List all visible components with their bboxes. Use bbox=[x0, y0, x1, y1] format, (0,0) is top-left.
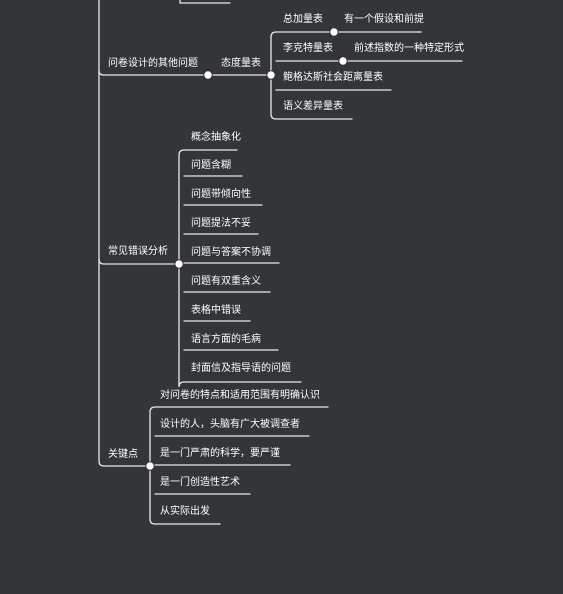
node-likert-scale[interactable]: 李克特量表 bbox=[283, 43, 333, 54]
node-other-issues[interactable]: 问卷设计的其他问题 bbox=[108, 58, 198, 69]
node-error-item[interactable]: 问题提法不妥 bbox=[191, 218, 251, 229]
node-dot bbox=[338, 56, 348, 66]
node-error-item[interactable]: 问题带倾向性 bbox=[191, 189, 251, 200]
node-key-point-item[interactable]: 是一门严肃的科学，要严谨 bbox=[160, 448, 280, 459]
node-error-item[interactable]: 封面信及指导语的问题 bbox=[191, 363, 291, 374]
node-dot bbox=[266, 70, 276, 80]
node-error-item[interactable]: 问题含糊 bbox=[191, 160, 231, 171]
node-dot bbox=[203, 70, 213, 80]
node-error-item[interactable]: 问题与答案不协调 bbox=[191, 247, 271, 258]
node-error-item[interactable]: 语言方面的毛病 bbox=[191, 334, 261, 345]
node-common-errors[interactable]: 常见错误分析 bbox=[108, 246, 168, 257]
node-summated-scale[interactable]: 总加量表 bbox=[283, 14, 323, 25]
node-key-point-item[interactable]: 对问卷的特点和适用范围有明确认识 bbox=[160, 390, 320, 401]
node-key-point-item[interactable]: 是一门创造性艺术 bbox=[160, 477, 240, 488]
node-key-points[interactable]: 关键点 bbox=[108, 449, 138, 460]
node-error-item[interactable]: 表格中错误 bbox=[191, 305, 241, 316]
node-key-point-item[interactable]: 从实际出发 bbox=[160, 506, 210, 517]
node-semantic-differential[interactable]: 语义差异量表 bbox=[283, 101, 343, 112]
node-dot bbox=[145, 461, 155, 471]
node-dot bbox=[329, 27, 339, 37]
node-key-point-item[interactable]: 设计的人，头脑有广大被调查者 bbox=[160, 419, 300, 430]
node-error-item[interactable]: 问题有双重含义 bbox=[191, 276, 261, 287]
node-likert-scale-note[interactable]: 前述指数的一种特定形式 bbox=[354, 43, 464, 54]
node-bogardus-scale[interactable]: 鲍格达斯社会距离量表 bbox=[283, 72, 383, 83]
node-attitude-scale[interactable]: 态度量表 bbox=[221, 58, 261, 69]
node-error-item[interactable]: 概念抽象化 bbox=[191, 132, 241, 143]
node-summated-scale-note[interactable]: 有一个假设和前提 bbox=[344, 14, 424, 25]
node-dot bbox=[174, 259, 184, 269]
